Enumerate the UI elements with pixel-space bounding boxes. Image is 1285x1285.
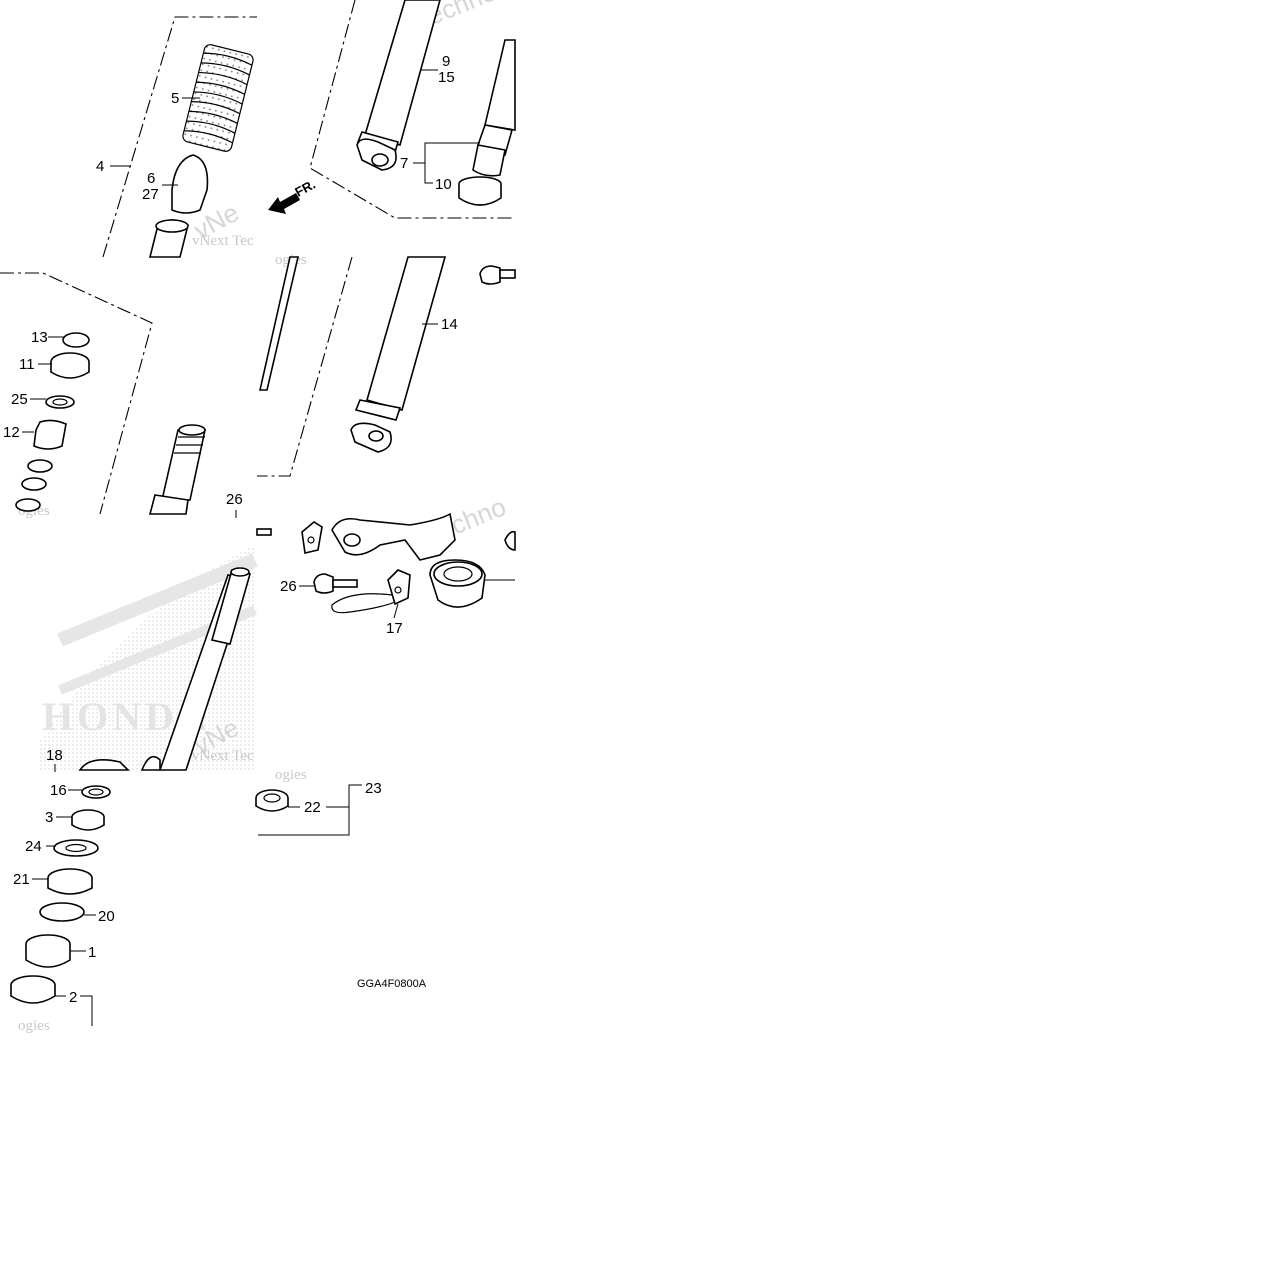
steering-head-bracket bbox=[301, 512, 516, 608]
watermark-vnext-1: vNext Tec bbox=[192, 233, 254, 249]
callout-11: 11 bbox=[19, 356, 35, 373]
callout-14: 14 bbox=[441, 316, 458, 333]
callout-17: 17 bbox=[386, 620, 403, 637]
callout-3: 3 bbox=[45, 809, 53, 826]
callout-12: 12 bbox=[3, 424, 20, 441]
leader-lines bbox=[22, 69, 515, 1026]
watermark-ogies-4: ogies bbox=[18, 1018, 50, 1034]
wire-clip-17 bbox=[331, 569, 411, 614]
callout-21: 21 bbox=[13, 871, 30, 888]
callout-22: 22 bbox=[304, 799, 321, 816]
fork-slider-14 bbox=[350, 256, 447, 453]
outer-fork-tube-left bbox=[356, 0, 441, 171]
steering-stem-upper bbox=[148, 424, 206, 515]
callout-7: 7 bbox=[400, 155, 408, 172]
callout-23: 23 bbox=[365, 780, 382, 797]
callout-labels: 5 4 6 27 9 15 7 10 13 11 25 12 14 26 26 … bbox=[3, 53, 458, 1006]
callout-10: 10 bbox=[435, 176, 452, 193]
callout-20: 20 bbox=[98, 908, 115, 925]
callout-2: 2 bbox=[69, 989, 77, 1006]
outer-fork-tube-right bbox=[472, 39, 516, 177]
dust-seal-10 bbox=[458, 176, 502, 206]
callout-9: 9 bbox=[442, 53, 450, 70]
dust-seal-22 bbox=[255, 789, 289, 812]
callout-6: 6 bbox=[147, 170, 155, 187]
watermark-vnext-2: vNext Tec bbox=[192, 748, 254, 764]
fork-collar bbox=[171, 154, 209, 214]
bolt-26 bbox=[313, 573, 358, 594]
inner-tube-left bbox=[258, 256, 300, 391]
stud-26 bbox=[256, 528, 272, 536]
callout-26-lower: 26 bbox=[280, 578, 297, 595]
callout-18: 18 bbox=[46, 747, 63, 764]
fork-spring bbox=[182, 44, 254, 152]
fork-inner-tube-top bbox=[148, 219, 189, 258]
callout-4: 4 bbox=[96, 158, 104, 175]
bearing-stack bbox=[10, 785, 111, 1004]
diagram-code: GGA4F0800A bbox=[357, 978, 427, 990]
callout-1: 1 bbox=[88, 944, 96, 961]
steering-stem bbox=[78, 567, 252, 771]
callout-15: 15 bbox=[438, 69, 455, 86]
callout-25: 25 bbox=[11, 391, 28, 408]
callout-26-upper: 26 bbox=[226, 491, 243, 508]
front-direction-arrow: FR. bbox=[268, 177, 318, 214]
callout-5: 5 bbox=[171, 90, 179, 107]
callout-24: 24 bbox=[25, 838, 42, 855]
watermark-ogies-2: ogies bbox=[275, 767, 307, 783]
callout-13: 13 bbox=[31, 329, 48, 346]
dashed-outlines bbox=[0, 0, 515, 515]
callout-27: 27 bbox=[142, 186, 159, 203]
callout-16: 16 bbox=[50, 782, 67, 799]
bolt-upper-right bbox=[479, 265, 516, 285]
top-nut-stack bbox=[15, 332, 90, 512]
